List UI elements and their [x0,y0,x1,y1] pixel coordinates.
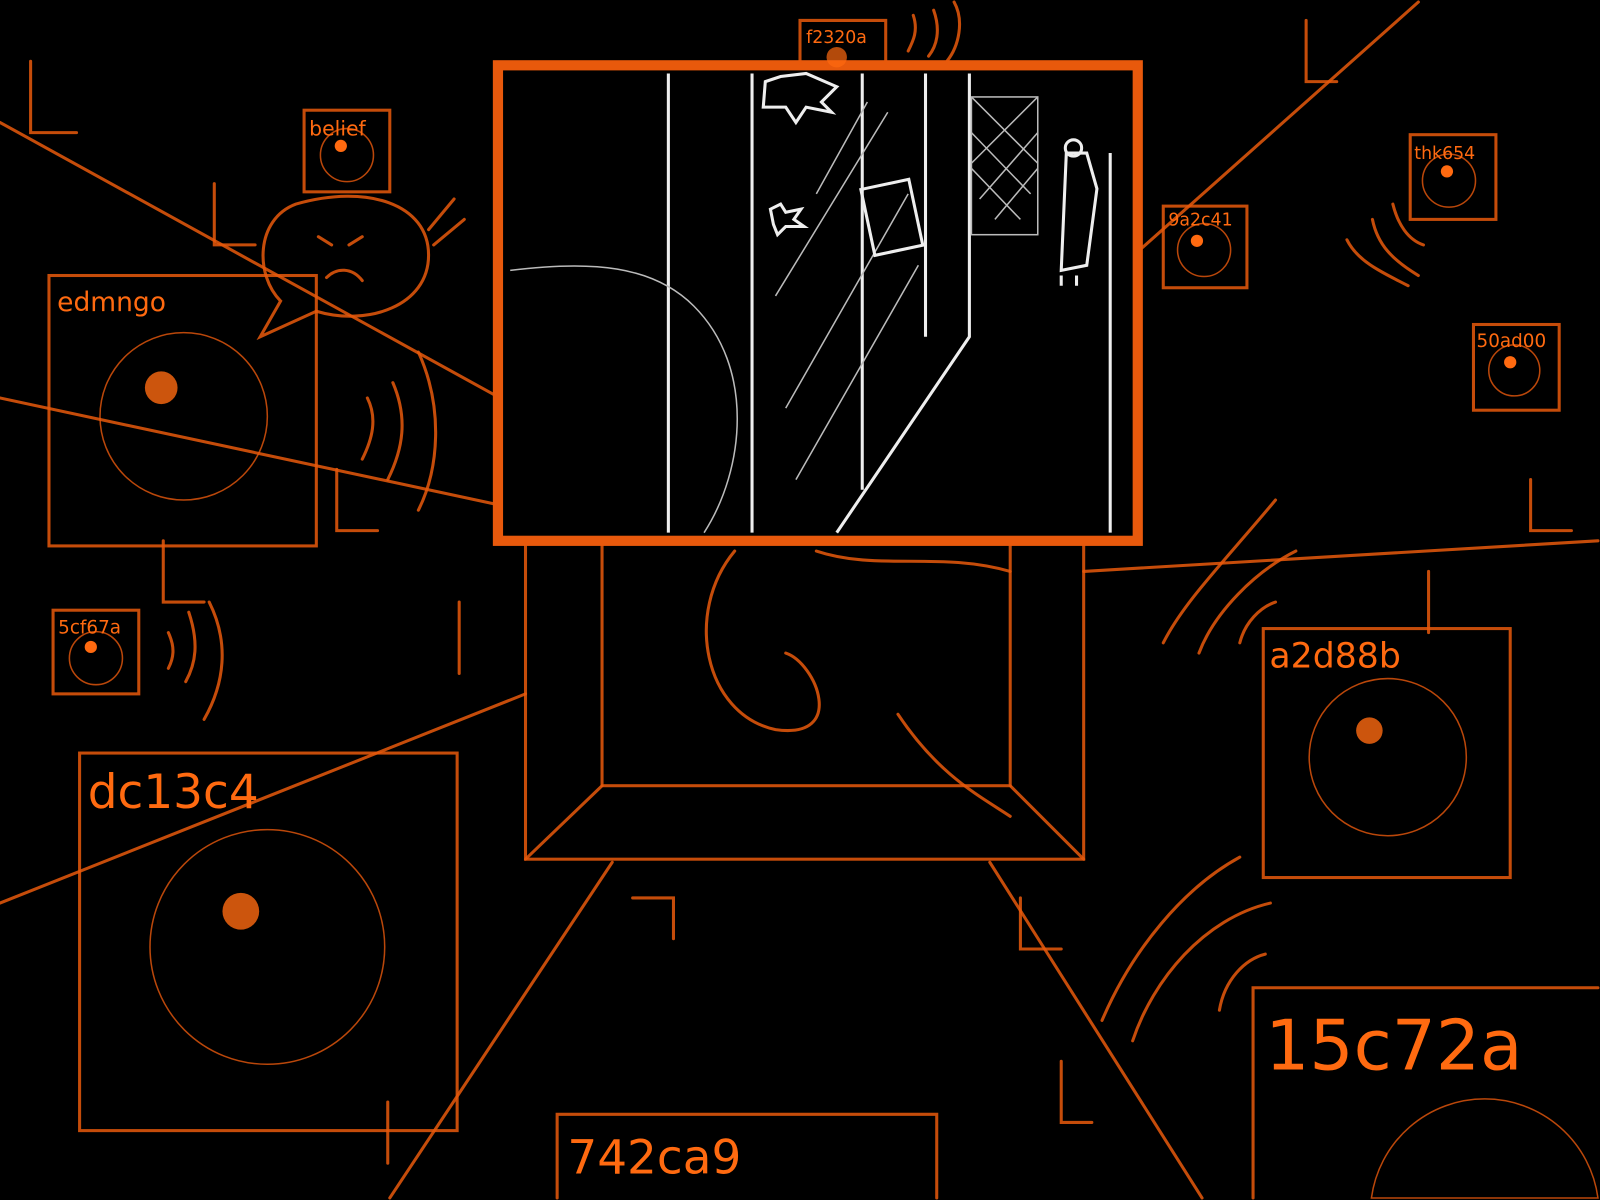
node-9a2c41[interactable]: 9a2c41 [1161,204,1249,290]
node-label: 742ca9 [567,1130,741,1185]
node-label: 50ad00 [1477,331,1547,352]
node-label: f2320a [806,28,867,48]
node-belief[interactable]: belief [302,108,392,194]
node-15c72a[interactable]: 15c72a [1251,986,1600,1200]
node-label: a2d88b [1269,636,1401,676]
node-label: 5cf67a [58,618,121,639]
main-sketch-frame [492,60,1143,546]
angry-speech-bubble [256,194,466,341]
node-label: belief [309,117,366,141]
node-label: dc13c4 [88,765,259,820]
signal-arcs [166,0,1426,1043]
node-thk654[interactable]: thk654 [1408,133,1498,221]
node-label: thk654 [1414,144,1475,164]
node-5cf67a[interactable]: 5cf67a [51,608,141,696]
node-a2d88b[interactable]: a2d88b [1261,627,1512,880]
node-edmngo[interactable]: edmngo [47,273,318,548]
node-742ca9[interactable]: 742ca9 [555,1112,939,1200]
node-label: 15c72a [1265,1006,1522,1086]
node-50ad00[interactable]: 50ad00 [1471,322,1561,412]
node-f2320a[interactable]: f2320a [798,18,888,68]
node-label: edmngo [57,287,166,318]
node-label: 9a2c41 [1168,211,1232,231]
node-dc13c4[interactable]: dc13c4 [78,751,459,1133]
